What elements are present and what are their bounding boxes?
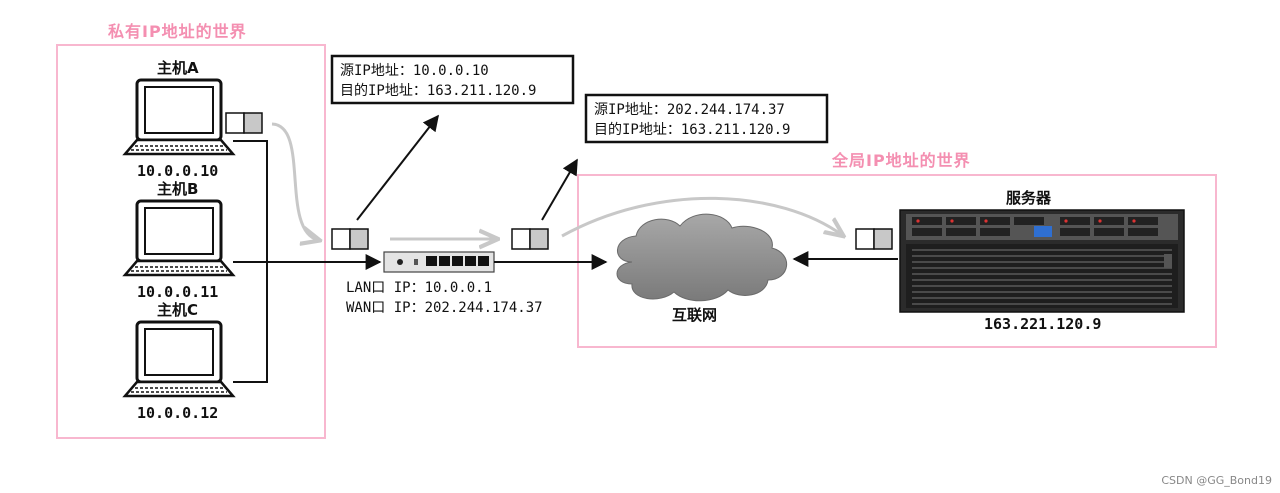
- internet-label: 互联网: [672, 306, 717, 324]
- packet-flow: [271, 122, 842, 240]
- dst-ip-value: 163.211.120.9: [681, 122, 791, 138]
- packet-before-box: 源IP地址：10.0.0.10 目的IP地址：163.211.120.9: [330, 54, 575, 105]
- svg-text:LAN口 IP：10.0.0.1: LAN口 IP：10.0.0.1: [346, 280, 492, 296]
- src-ip-value: 202.244.174.37: [667, 102, 785, 118]
- packet-icon: [225, 112, 263, 134]
- host-c-ip: 10.0.0.12: [137, 404, 218, 422]
- lan-wiring: [233, 140, 382, 383]
- src-ip-label: 源IP地址：: [340, 63, 413, 79]
- annotation-arrow: [356, 114, 439, 221]
- packet-after-box: 源IP地址：202.244.174.37 目的IP地址：163.211.120.…: [584, 93, 829, 144]
- cloud-icon: [616, 213, 788, 302]
- watermark: CSDN @GG_Bond19: [1161, 474, 1272, 487]
- svg-text:WAN口 IP：202.244.174.37: WAN口 IP：202.244.174.37: [346, 300, 543, 316]
- laptop-icon: [122, 320, 236, 398]
- global-region-title: 全局IP地址的世界: [831, 151, 971, 170]
- src-ip-value: 10.0.0.10: [413, 63, 489, 79]
- wan-ip-label: WAN口 IP：: [346, 300, 425, 316]
- wire-host-a: [233, 140, 268, 262]
- private-region-border: [56, 44, 326, 439]
- router: LAN口 IP：10.0.0.1 WAN口 IP：202.244.174.37: [346, 251, 608, 316]
- wire-host-c: [233, 262, 268, 383]
- dst-ip-label: 目的IP地址：: [594, 122, 681, 138]
- private-region: 私有IP地址的世界: [56, 22, 326, 439]
- src-ip-label: 源IP地址：: [594, 102, 667, 118]
- flow-arrow: [561, 196, 842, 236]
- svg-text:源IP地址：10.0.0.10: 源IP地址：10.0.0.10: [340, 63, 489, 79]
- lan-ip-value: 10.0.0.1: [425, 280, 492, 296]
- private-region-title: 私有IP地址的世界: [108, 22, 247, 41]
- server-name: 服务器: [1006, 189, 1052, 207]
- server-icon: [899, 209, 1185, 313]
- internet: 互联网: [616, 213, 788, 324]
- packet-icon: [511, 228, 549, 250]
- svg-text:源IP地址：202.244.174.37: 源IP地址：202.244.174.37: [594, 102, 785, 118]
- packet-icon: [331, 228, 369, 250]
- svg-text:目的IP地址：163.211.120.9: 目的IP地址：163.211.120.9: [594, 122, 790, 138]
- flow-arrow: [271, 122, 318, 240]
- host-a-name: 主机A: [157, 59, 199, 77]
- router-icon: [383, 251, 495, 273]
- host-b: 主机B 10.0.0.11: [122, 180, 236, 301]
- laptop-icon: [122, 78, 236, 156]
- packet-icon: [855, 228, 893, 250]
- host-c: 主机C 10.0.0.12: [122, 301, 236, 422]
- svg-text:目的IP地址：163.211.120.9: 目的IP地址：163.211.120.9: [340, 83, 536, 99]
- host-a: 主机A 10.0.0.10: [122, 59, 236, 180]
- dst-ip-label: 目的IP地址：: [340, 83, 427, 99]
- lan-ip-label: LAN口 IP：: [346, 280, 425, 296]
- server: 服务器: [899, 189, 1185, 333]
- server-ip: 163.221.120.9: [984, 315, 1101, 333]
- wan-ip-value: 202.244.174.37: [425, 300, 543, 316]
- host-c-name: 主机C: [157, 301, 198, 319]
- laptop-icon: [122, 199, 236, 277]
- host-b-name: 主机B: [157, 180, 198, 198]
- host-b-ip: 10.0.0.11: [137, 283, 218, 301]
- host-a-ip: 10.0.0.10: [137, 162, 218, 180]
- dst-ip-value: 163.211.120.9: [427, 83, 537, 99]
- annotation-arrow: [541, 158, 578, 221]
